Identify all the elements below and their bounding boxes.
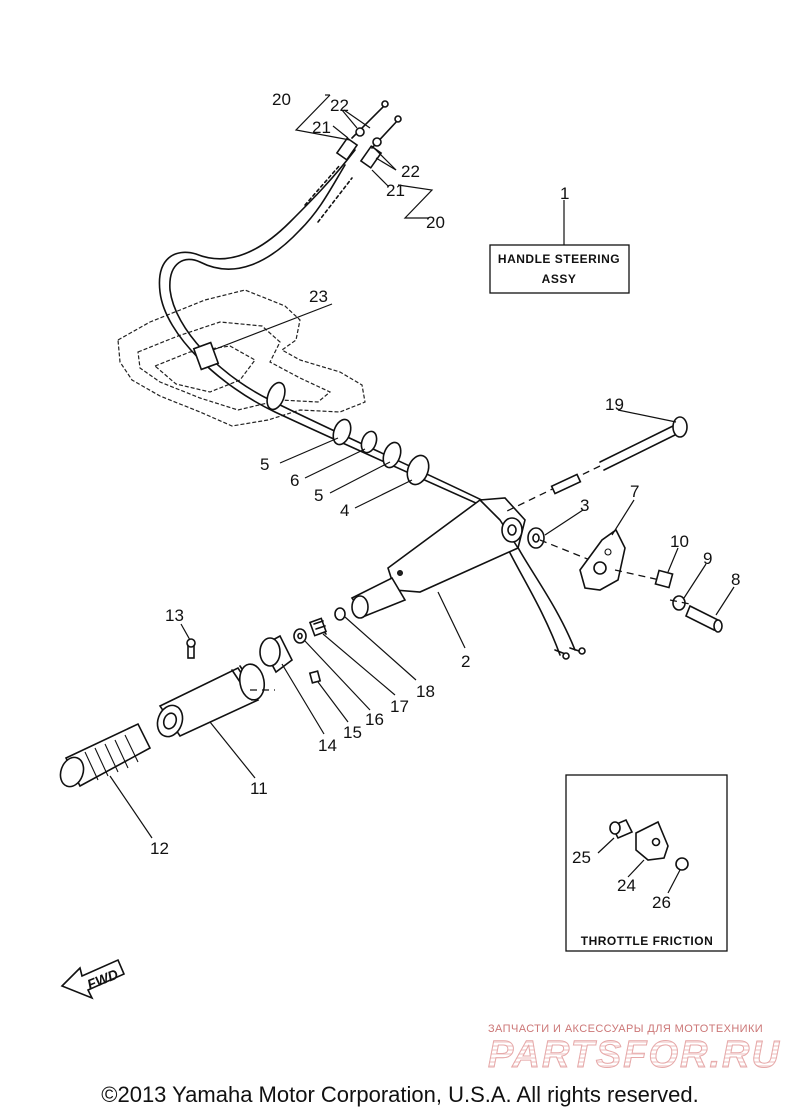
callout-10: 10 [670, 532, 689, 551]
throttle-cables [158, 100, 586, 660]
callout-23: 23 [309, 287, 328, 306]
watermark-tagline: ЗАПЧАСТИ И АКСЕССУАРЫ ДЛЯ МОТОТЕХНИКИ [488, 1023, 764, 1035]
steering-washers [266, 381, 430, 486]
callout-11: 11 [250, 779, 268, 798]
callout-21a: 21 [312, 118, 331, 137]
callout-5b: 5 [314, 486, 323, 505]
callout-5a: 5 [260, 455, 269, 474]
cable-grommet [192, 341, 220, 371]
callout-26: 26 [652, 893, 671, 912]
handle-box-line2: ASSY [542, 272, 577, 286]
callout-18: 18 [416, 682, 435, 701]
callout-9: 9 [703, 549, 712, 568]
callout-25: 25 [572, 848, 591, 867]
callout-7: 7 [630, 482, 639, 501]
callout-21b: 21 [386, 181, 405, 200]
throttle-shaft [156, 634, 294, 738]
fwd-label: FWD [85, 966, 121, 993]
handle-steering-assy-box: HANDLE STEERING ASSY [489, 244, 630, 294]
callout-3: 3 [580, 496, 589, 515]
callout-4: 4 [340, 501, 349, 520]
inset-label: THROTTLE FRICTION [581, 934, 713, 948]
callout-20b: 20 [426, 213, 445, 232]
callout-leaders [109, 94, 735, 839]
callout-24: 24 [617, 876, 636, 895]
callout-15: 15 [343, 723, 362, 742]
callout-8: 8 [731, 570, 740, 589]
steering-bracket [350, 497, 526, 619]
callout-17: 17 [390, 697, 409, 716]
friction-rod [504, 416, 688, 513]
throttle-friction-inset: THROTTLE FRICTION [565, 774, 728, 952]
throttle-grip [59, 722, 152, 788]
callout-6: 6 [290, 471, 299, 490]
callout-20a: 20 [272, 90, 291, 109]
callout-2: 2 [461, 652, 470, 671]
watermark: ЗАПЧАСТИ И АКСЕССУАРЫ ДЛЯ МОТОТЕХНИКИ PA… [488, 1023, 788, 1076]
callout-16: 16 [365, 710, 384, 729]
callout-22b: 22 [401, 162, 420, 181]
callout-13: 13 [165, 606, 184, 625]
callout-19: 19 [605, 395, 624, 414]
throttle-small-parts [293, 607, 346, 684]
friction-plate-assembly [527, 527, 723, 633]
callout-1: 1 [560, 184, 569, 203]
handle-box-line1: HANDLE STEERING [498, 252, 620, 266]
fwd-arrow-icon: FWD [60, 958, 126, 1000]
callout-22a: 22 [330, 96, 349, 115]
callout-numbers: 1 20 22 21 22 21 20 23 19 5 6 5 4 3 7 10… [150, 90, 740, 912]
callout-14: 14 [318, 736, 337, 755]
engine-top-outline [117, 289, 366, 427]
copyright-notice: ©2013 Yamaha Motor Corporation, U.S.A. A… [101, 1082, 699, 1107]
watermark-logo: PARTSFOR.RU [488, 1035, 788, 1076]
callout-12: 12 [150, 839, 169, 858]
